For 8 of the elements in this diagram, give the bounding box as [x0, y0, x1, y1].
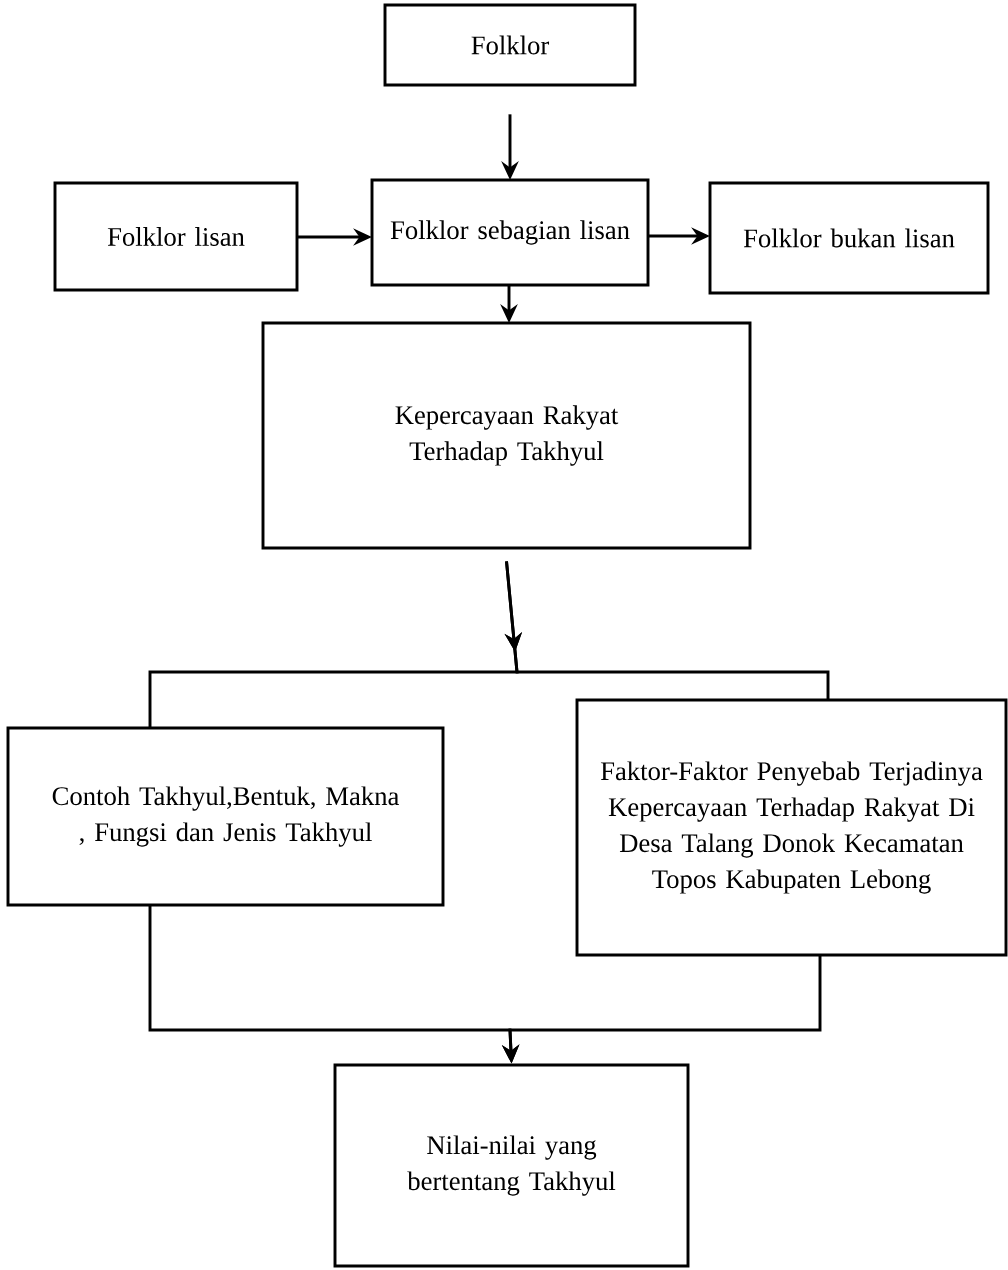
process-box: Folklor lisan: [53, 181, 299, 292]
process-box: Folklor bukan lisan: [708, 181, 990, 295]
process-box: Folklor sebagian lisan: [370, 178, 650, 287]
process-box: Faktor-Faktor Penyebab Terjadinya Kepercayaan Terhadap Rakyat Di Desa Talang Donok Kecamatan Topos Kabupaten Lebong: [575, 698, 1008, 957]
process-box: Contoh Takhyul,Bentuk, Makna , Fungsi dan Jenis Takhyul: [6, 726, 445, 907]
process-box: Folklor: [383, 3, 637, 87]
process-box: Nilai-nilai yang bertentang Takhyul: [333, 1063, 690, 1268]
process-box: Kepercayaan Rakyat Terhadap Takhyul: [261, 321, 752, 550]
